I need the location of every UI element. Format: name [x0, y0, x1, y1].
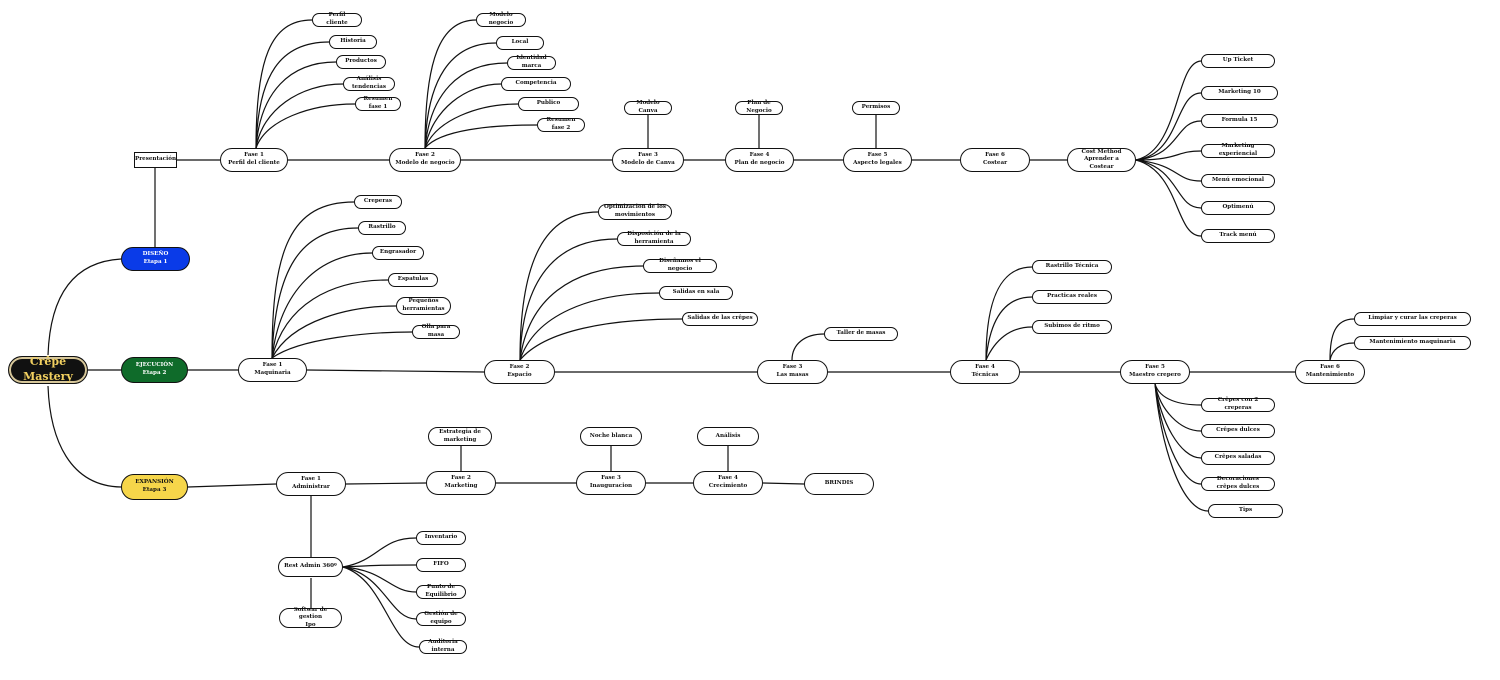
- root-node[interactable]: Crêpe Mastery: [8, 355, 88, 384]
- ejecucion-fase4[interactable]: Fase 4 Técnicas: [950, 360, 1020, 384]
- diseno-fase2-item[interactable]: Publico: [518, 97, 579, 111]
- ejecucion-fase5[interactable]: Fase 5 Maestro crepero: [1120, 360, 1190, 384]
- diseno-fase2-item[interactable]: Local: [496, 36, 544, 50]
- expansion-fase3-top[interactable]: Noche blanca: [580, 427, 642, 446]
- diseno-fase4[interactable]: Fase 4 Plan de negocio: [725, 148, 794, 172]
- cost-item[interactable]: Optimenú: [1201, 201, 1275, 215]
- diseno-fase1-item[interactable]: Historia: [329, 35, 377, 49]
- diseno-fase2[interactable]: Fase 2 Modelo de negocio: [389, 148, 461, 172]
- ejecucion-fase6-item[interactable]: Mantenimiento maquinaria: [1354, 336, 1471, 350]
- ejecucion-fase2-item[interactable]: Optimizacion de los movimientos: [598, 204, 672, 220]
- ejecucion-fase2-item[interactable]: Salidas en sala: [659, 286, 733, 300]
- expansion-brindis[interactable]: BRINDIS: [804, 473, 874, 495]
- cost-item[interactable]: Up Ticket: [1201, 54, 1275, 68]
- diseno-fase3[interactable]: Fase 3 Modelo de Canva: [612, 148, 684, 172]
- diseno-fase2-item[interactable]: Modelo negocio: [476, 12, 526, 27]
- diseno-fase5-top[interactable]: Permisos: [852, 101, 900, 115]
- expansion-fase3[interactable]: Fase 3 Inauguracion: [576, 471, 646, 495]
- expansion-fase1[interactable]: Fase 1 Administrar: [276, 472, 346, 496]
- rest-item[interactable]: Gestión de equipo: [416, 611, 466, 626]
- cost-item[interactable]: Marketing 10: [1201, 86, 1278, 100]
- expansion-fase2-top[interactable]: Estrategia de marketing: [428, 427, 492, 446]
- ejecucion-fase1-item[interactable]: Rastrillo: [358, 221, 406, 235]
- cost-item[interactable]: Formula 15: [1201, 114, 1278, 128]
- ejecucion-fase4-item[interactable]: Subimos de ritmo: [1032, 320, 1112, 334]
- expansion-fase2[interactable]: Fase 2 Marketing: [426, 471, 496, 495]
- ejecucion-fase5-item[interactable]: Tips: [1208, 504, 1283, 518]
- ejecucion-fase4-item[interactable]: Rastrillo Técnica: [1032, 260, 1112, 274]
- cost-item[interactable]: Track menú: [1201, 229, 1275, 243]
- ejecucion-fase1[interactable]: Fase 1 Maquinaria: [238, 358, 307, 382]
- stage-expansion[interactable]: EXPANSIÓN Etapa 3: [121, 474, 188, 500]
- ejecucion-fase5-item[interactable]: Crêpes saladas: [1201, 451, 1275, 465]
- stage-ejecucion[interactable]: EJECUCIÓN Etapa 2: [121, 357, 188, 383]
- rest-item[interactable]: Auditoria interna: [419, 639, 467, 654]
- diseno-fase5[interactable]: Fase 5 Aspecto legales: [843, 148, 912, 172]
- diseno-cost-method[interactable]: Cost Method Aprender a Costear: [1067, 148, 1136, 172]
- diseno-fase1-item[interactable]: Análisis tendencias: [343, 76, 395, 91]
- ejecucion-fase5-item[interactable]: Decoraciones crêpes dulces: [1201, 476, 1275, 491]
- diseno-fase4-top[interactable]: Plan de Negocio: [735, 100, 783, 115]
- rest-item[interactable]: Punto de Equilibrio: [416, 584, 466, 599]
- ejecucion-fase6-item[interactable]: Limpiar y curar las creperas: [1354, 312, 1471, 326]
- cost-item[interactable]: Menú emocional: [1201, 174, 1275, 188]
- ejecucion-fase4-item[interactable]: Practicas reales: [1032, 290, 1112, 304]
- diseno-fase2-item[interactable]: Competencia: [501, 77, 571, 91]
- ejecucion-fase1-item[interactable]: Pequeños herramientas: [396, 297, 451, 315]
- ejecucion-fase5-item[interactable]: Crêpes con 2 creperas: [1201, 397, 1275, 412]
- ejecucion-fase2[interactable]: Fase 2 Espacio: [484, 360, 555, 384]
- rest-item[interactable]: Inventario: [416, 531, 466, 545]
- ejecucion-fase1-item[interactable]: Creperas: [354, 195, 402, 209]
- diseno-fase1-item[interactable]: Resumen fase 1: [355, 96, 401, 111]
- diseno-fase2-item[interactable]: Identidad marca: [507, 55, 556, 70]
- diseno-fase1[interactable]: Fase 1 Perfil del cliente: [220, 148, 288, 172]
- ejecucion-fase3[interactable]: Fase 3 Las masas: [757, 360, 828, 384]
- expansion-fase4[interactable]: Fase 4 Crecimiento: [693, 471, 763, 495]
- presentacion-node[interactable]: Presentación: [134, 152, 177, 168]
- ejecucion-fase6[interactable]: Fase 6 Mantenimiento: [1295, 360, 1365, 384]
- rest-item[interactable]: FIFO: [416, 558, 466, 572]
- diseno-fase1-item[interactable]: Perfil cliente: [312, 12, 362, 27]
- diseno-fase1-item[interactable]: Productos: [336, 55, 386, 69]
- expansion-fase4-top[interactable]: Análisis: [697, 427, 759, 446]
- expansion-rest-admin[interactable]: Rest Admin 360º: [278, 557, 343, 577]
- ejecucion-fase5-item[interactable]: Crêpes dulces: [1201, 424, 1275, 438]
- expansion-software[interactable]: Softwar de gestion Ipo: [279, 607, 342, 628]
- diseno-fase6[interactable]: Fase 6 Costear: [960, 148, 1030, 172]
- cost-item[interactable]: Marketing experiencial: [1201, 143, 1275, 158]
- ejecucion-fase2-item[interactable]: Diseñamos el negocio: [643, 258, 717, 273]
- diseno-fase2-item[interactable]: Resumen fase 2: [537, 117, 585, 132]
- ejecucion-fase2-item[interactable]: Salidas de las crêpes: [682, 312, 758, 326]
- ejecucion-fase1-item[interactable]: Olla para masa: [412, 324, 460, 339]
- diseno-fase3-top[interactable]: Modelo Canva: [624, 100, 672, 115]
- ejecucion-fase1-item[interactable]: Espatulas: [388, 273, 438, 287]
- ejecucion-fase3-top[interactable]: Taller de masas: [824, 327, 898, 341]
- stage-diseno[interactable]: DISEÑO Etapa 1: [121, 247, 190, 271]
- ejecucion-fase2-item[interactable]: Disposición de la herramienta: [617, 231, 691, 246]
- ejecucion-fase1-item[interactable]: Engrasador: [372, 246, 424, 260]
